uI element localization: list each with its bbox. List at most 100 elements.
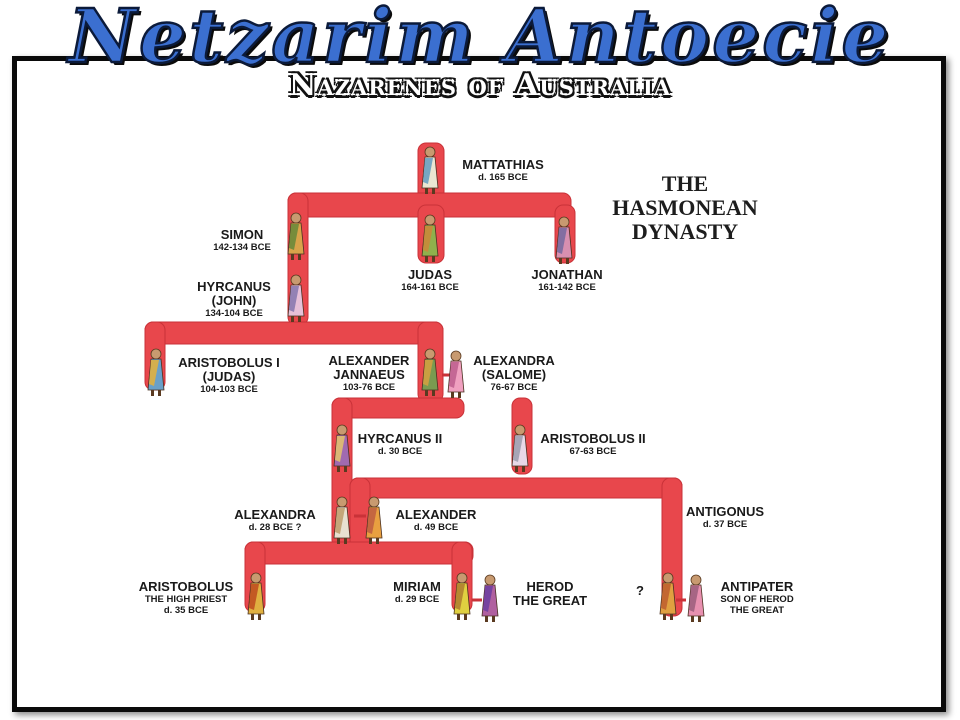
label-antipater: ANTIPATER SON OF HEROD THE GREAT [706,580,808,617]
person-dates: d. 37 BCE [702,519,748,530]
label-jonathan: JONATHAN 161-142 BCE [520,268,614,294]
person-name: HEROD [526,579,574,594]
person-name: ANTIGONUS [686,504,764,519]
person-dates: 142-134 BCE [213,242,271,253]
person-name: MATTATHIAS [462,157,544,172]
person-dates: 103-76 BCE [342,382,396,393]
person-sash [335,436,345,462]
person-detail: SON OF HEROD [720,594,794,605]
person-sash [249,584,259,610]
person-sash [423,226,433,252]
person-foot [492,616,495,622]
person-head [424,146,436,158]
diagram-title-line: THE [661,171,709,196]
person-head [150,348,162,360]
person-head [690,574,702,586]
person-dates: 164-161 BCE [401,282,459,293]
banner-title: Netzarim Antoecie [67,0,892,81]
person-foot [691,616,694,622]
person-name: ARISTOBOLUS [138,579,234,594]
person-sash [483,586,493,612]
person-foot [425,390,428,396]
person-foot [369,538,372,544]
person-sash [455,584,465,610]
person-name: JANNAEUS [333,367,405,382]
person-foot [485,616,488,622]
person-foot [298,316,301,322]
person-foot [291,316,294,322]
person-head [368,496,380,508]
person-sash [449,362,459,388]
person-name: HYRCANUS II [357,431,443,446]
label-simon: SIMON 142-134 BCE [196,228,288,254]
person-head [484,574,496,586]
label-miriam: MIRIAM d. 29 BCE [382,579,452,606]
person-foot [344,538,347,544]
person-name: (SALOME) [481,367,547,382]
person-foot [425,188,428,194]
person-dates: d. 28 BCE ? [248,522,302,533]
person-foot [566,258,569,264]
label-aristobulus-ii: ARISTOBOLUS II 67-63 BCE [530,431,656,458]
person-sash [423,360,433,386]
diagram-title-line: HASMONEAN [612,195,758,220]
person-name: ARISTOBOLUS II [540,431,646,446]
person-sash [289,224,299,250]
person-head [290,274,302,286]
person-foot [559,258,562,264]
label-unknown: ? [630,584,650,598]
diagram-title-line: DYNASTY [631,219,739,244]
person-name: ARISTOBOLUS I [178,355,280,370]
person-sash [513,436,523,462]
tree-branch [244,541,474,565]
person-foot [337,538,340,544]
person-foot [515,466,518,472]
person-name: MIRIAM [393,579,441,594]
label-herod: HEROD THE GREAT [506,580,594,608]
person-foot [670,614,673,620]
person-foot [291,254,294,260]
person-head [450,350,462,362]
person-sash [149,360,159,386]
person-sash [557,228,567,254]
label-hyrcanus-ii: HYRCANUS II d. 30 BCE [352,431,448,458]
person-foot [698,616,701,622]
person-head [456,572,468,584]
person-dates: 104-103 BCE [200,384,258,395]
person-name: ? [636,583,644,598]
person-sash [367,508,377,534]
person-name: THE GREAT [512,593,588,608]
person-foot [258,614,261,620]
person-foot [432,390,435,396]
person-sash [335,508,345,534]
label-alexandra-salome: ALEXANDRA (SALOME) 76-67 BCE [464,354,564,394]
person-detail: THE HIGH PRIEST [144,594,228,605]
person-head [336,496,348,508]
label-aristobulus-high-priest: ARISTOBOLUS THE HIGH PRIEST d. 35 BCE [124,579,248,617]
person-foot [251,614,254,620]
person-name: ALEXANDER [328,353,410,368]
person-foot [432,256,435,262]
person-head [336,424,348,436]
person-dates: 67-63 BCE [569,446,617,457]
person-head [558,216,570,228]
person-foot [457,614,460,620]
person-sash [689,586,699,612]
person-head [424,214,436,226]
person-head [662,572,674,584]
person-foot [337,466,340,472]
person-head [250,572,262,584]
person-head [424,348,436,360]
person-dates: d. 49 BCE [413,522,459,533]
person-foot [464,614,467,620]
person-foot [663,614,666,620]
person-dates: d. 30 BCE [377,446,423,457]
person-name: HYRCANUS [197,279,271,294]
label-alexandra: ALEXANDRA d. 28 BCE ? [226,508,324,534]
label-hyrcanus-john: HYRCANUS (JOHN) 134-104 BCE [188,279,280,320]
person-foot [458,392,461,398]
person-foot [151,390,154,396]
diagram-title: THE HASMONEAN DYNASTY [600,172,770,244]
person-foot [522,466,525,472]
